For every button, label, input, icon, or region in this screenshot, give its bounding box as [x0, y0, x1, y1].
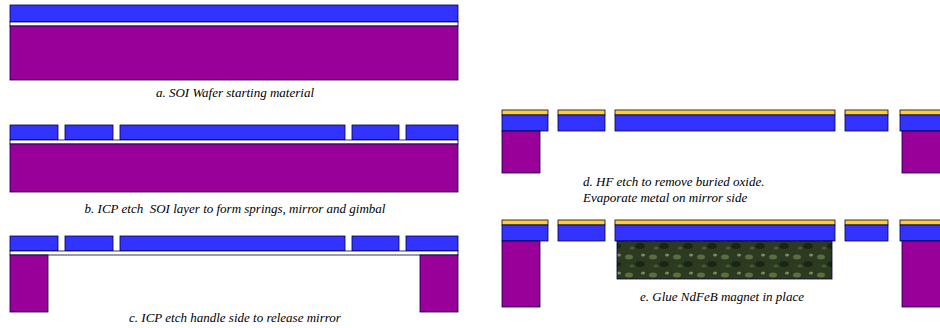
step-e-caption: e. Glue NdFeB magnet in place	[640, 289, 804, 305]
step-c-caption: c. ICP etch handle side to release mirro…	[129, 310, 341, 326]
step-a-caption: a. SOI Wafer starting material	[156, 85, 314, 101]
step-b-caption: b. ICP etch SOI layer to form springs, m…	[85, 201, 386, 217]
step-d-caption: d. HF etch to remove buried oxide. Evapo…	[583, 174, 798, 206]
